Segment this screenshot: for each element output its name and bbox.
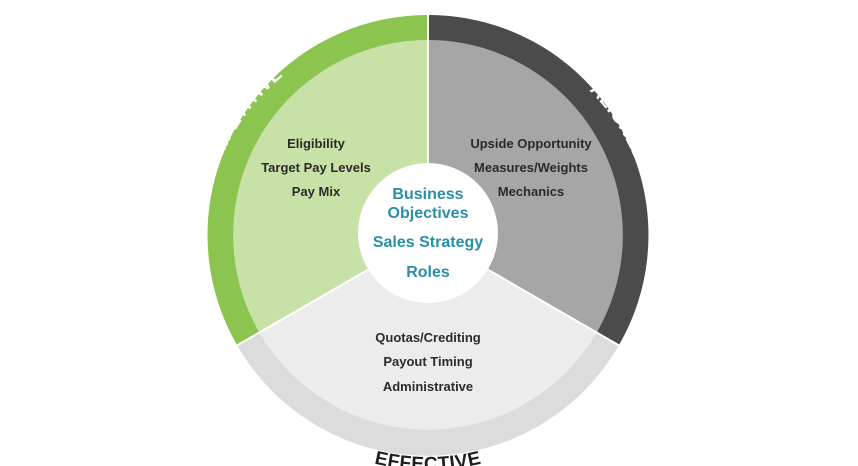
effective-item: Administrative xyxy=(383,379,473,394)
aligned-item: Measures/Weights xyxy=(474,160,588,175)
ring-label-effective: EFFECTIVE xyxy=(373,448,483,466)
center-business: Business xyxy=(392,186,463,203)
center-circle xyxy=(358,163,498,303)
center-roles: Roles xyxy=(406,264,450,281)
center-sales-strategy: Sales Strategy xyxy=(373,234,483,251)
competitive-item: Pay Mix xyxy=(292,184,341,199)
center-objectives: Objectives xyxy=(388,205,469,222)
effective-item: Quotas/Crediting xyxy=(375,330,481,345)
competitive-item: Target Pay Levels xyxy=(261,160,371,175)
competitive-item: Eligibility xyxy=(287,136,346,151)
effective-item: Payout Timing xyxy=(383,354,472,369)
aligned-item: Upside Opportunity xyxy=(470,136,592,151)
aligned-item: Mechanics xyxy=(498,184,564,199)
